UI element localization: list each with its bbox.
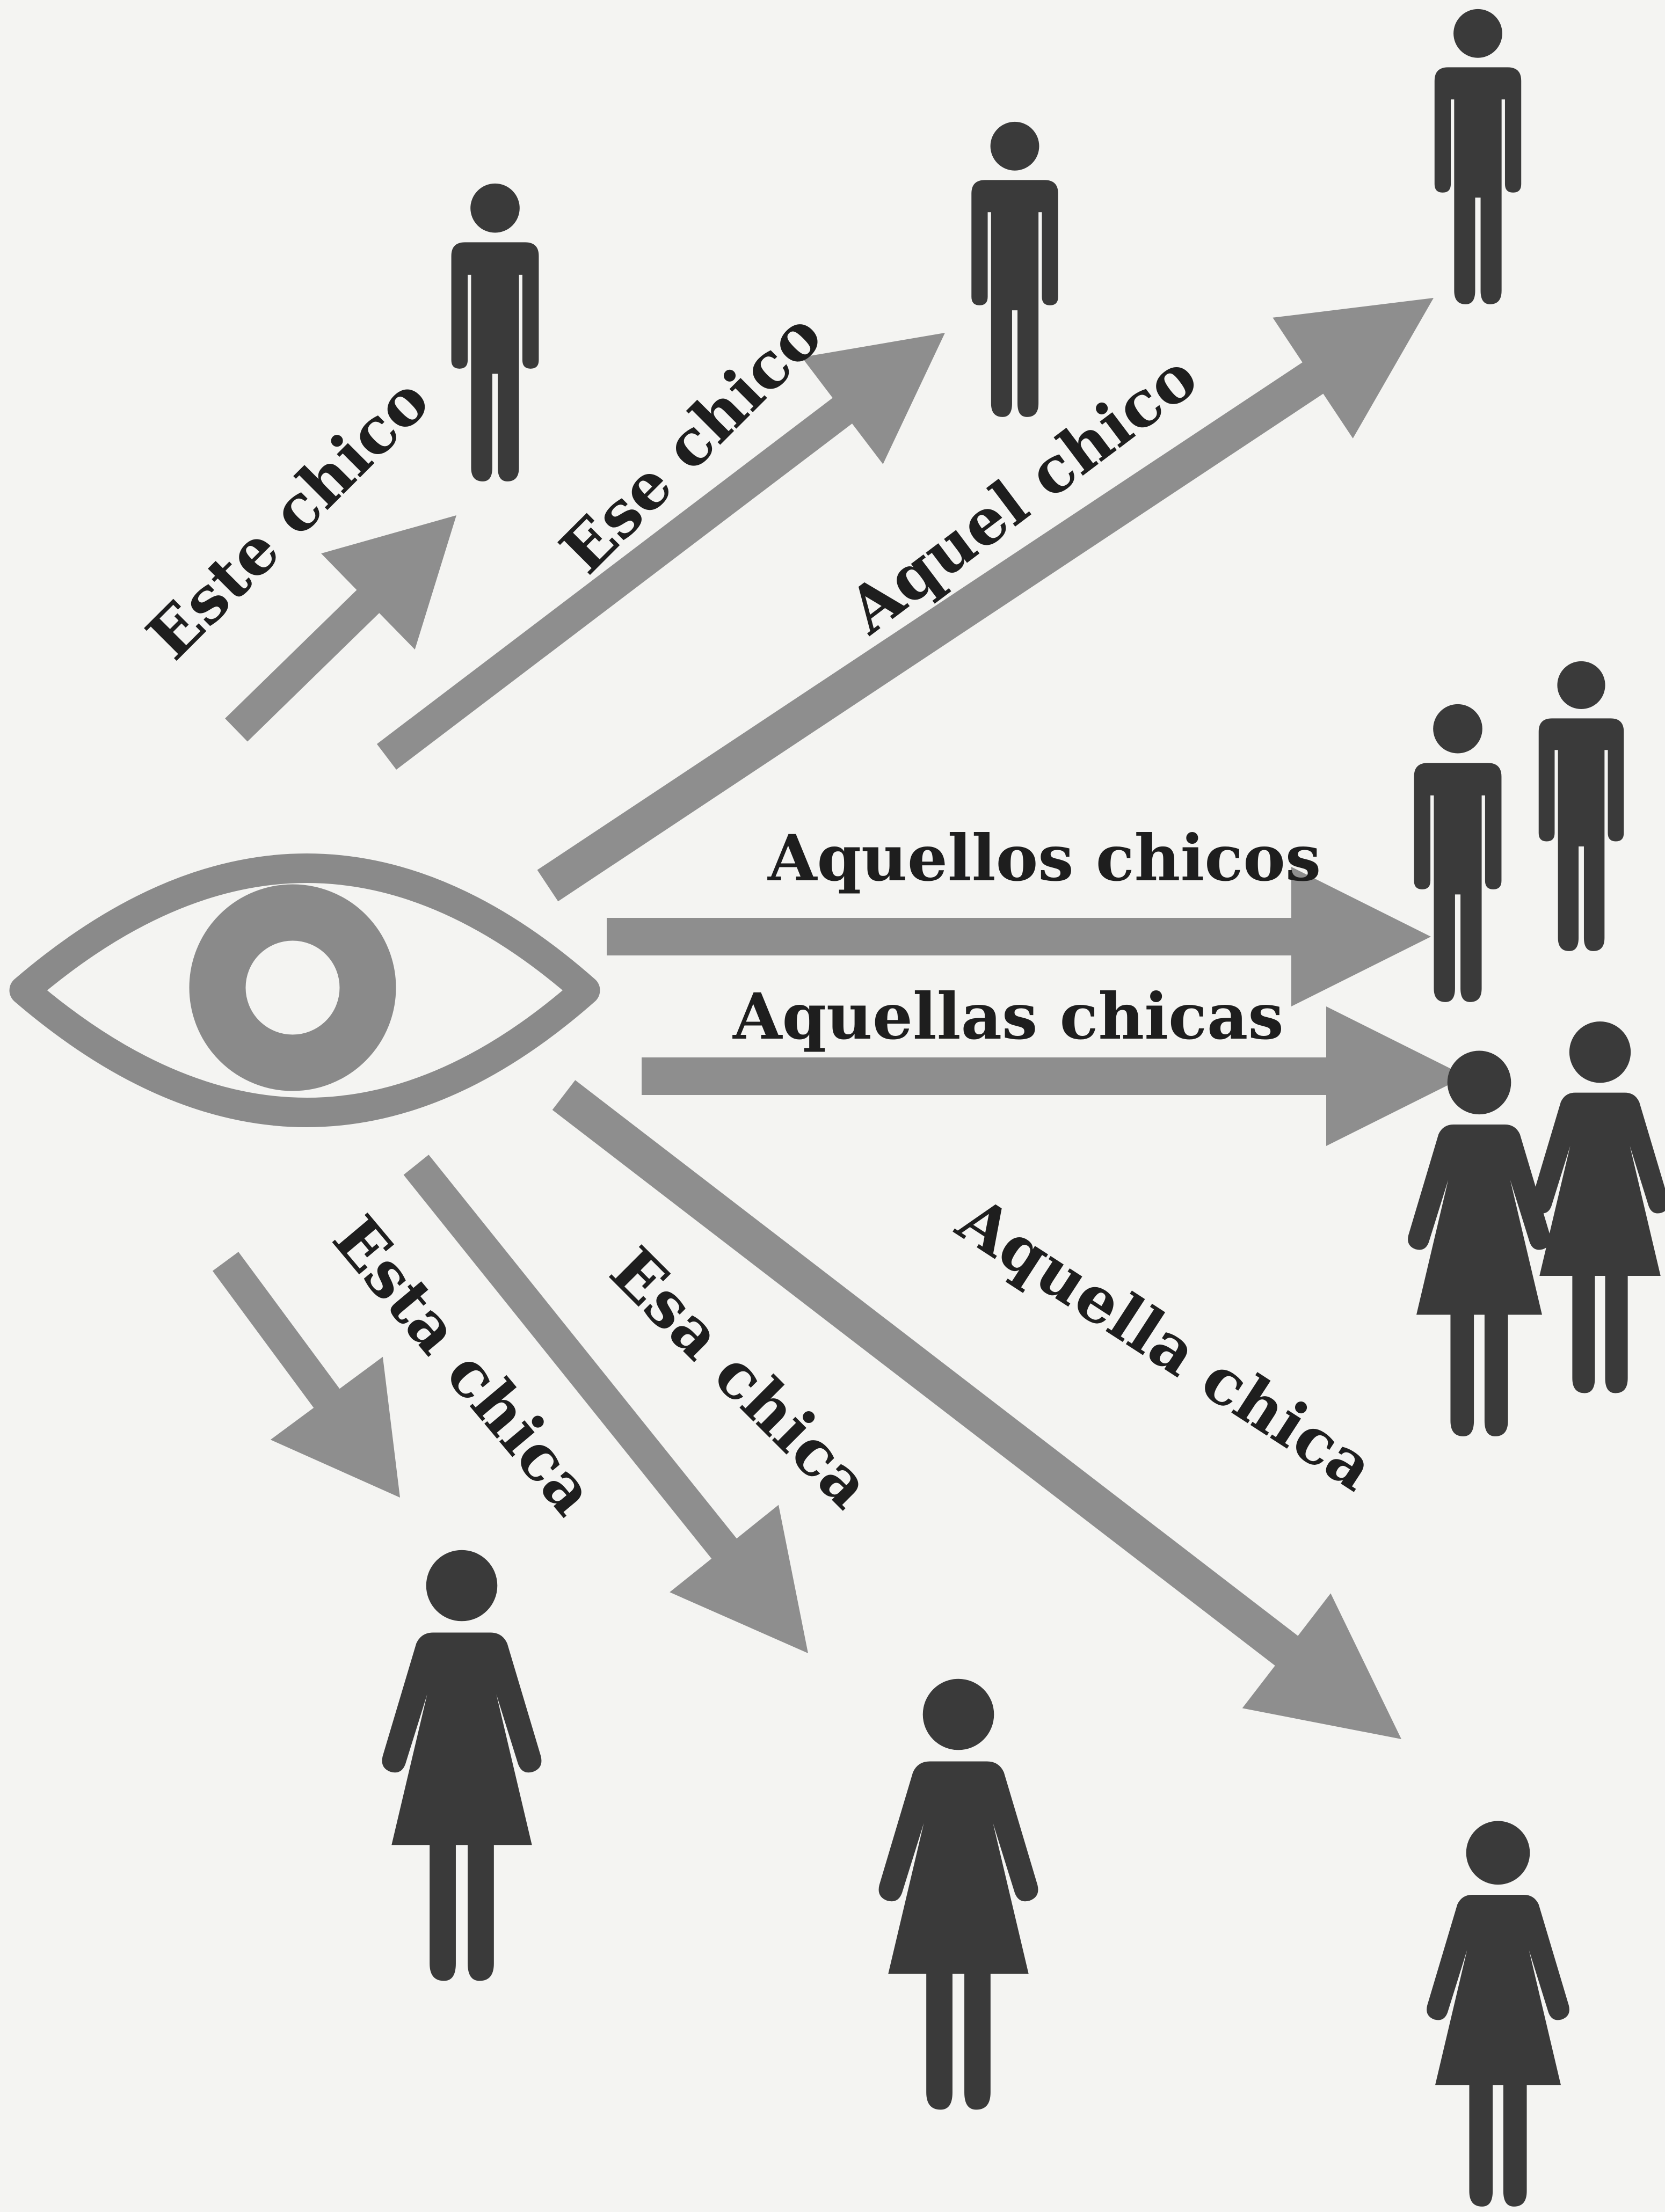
eye-icon [9,853,600,1127]
arrow-aquellas-chicas [642,1006,1466,1146]
arrow-aquel-chico [537,298,1434,902]
arrow-esa-chica [403,1155,808,1653]
arrow-este-chico [225,515,456,742]
arrow-esta-chica [212,1252,400,1498]
arrow-aquella-chica [552,1080,1401,1739]
label-aquellos-chicos: Aquellos chicos [767,821,1321,895]
arrow-aquellos-chicos [607,867,1431,1006]
arrows-group [212,298,1466,1739]
arrow-ese-chico [376,333,945,770]
label-aquellas-chicas: Aquellas chicas [732,979,1284,1054]
